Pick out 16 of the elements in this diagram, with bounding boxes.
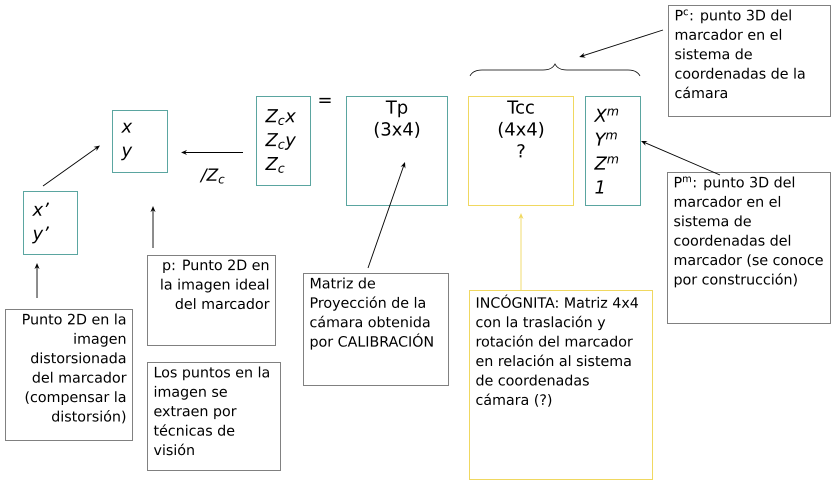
matrix-box: Tcc (4x4) ?	[468, 96, 574, 206]
curly-brace	[470, 64, 640, 76]
equals-sign: =	[319, 98, 331, 103]
callout-box: INCÓGNITA: Matriz 4x4 con la traslación y rotación del marcador en relación al sistema de coordenadas cámara (?)	[469, 290, 653, 480]
callout-box: Punto 2D en la imagen distorsionada del marcador (compensar la distorsión)	[5, 309, 133, 441]
vector-box: Z$_{c}$x Z$_{c}$y Z$_{c}$	[256, 96, 311, 186]
vector-box: x y	[112, 110, 168, 173]
callout-box: P$^{c}$: punto 3D del marcador en el sistema de coordenadas de la cámara	[668, 5, 831, 117]
callout-box: Matriz de Proyección de la cámara obtenida por CALIBRACIÓN	[303, 273, 449, 386]
callout-box: P$^{m}$: punto 3D del marcador en el sistema de coordenadas del marcador (se conoce por construcción)	[667, 172, 831, 324]
vector-box: x’ y’	[23, 191, 78, 255]
callout-box: p: Punto 2D en la imagen ideal del marcador	[147, 255, 276, 346]
edge-label: /Z$_{c}$	[200, 167, 226, 185]
callout-box: Los puntos en la imagen se extraen por técnicas de visión	[147, 362, 281, 471]
vector-box: X$^{m}$ Y$^{m}$ Z$^{m}$ 1	[585, 96, 641, 206]
matrix-box: Tp (3x4)	[346, 96, 448, 206]
